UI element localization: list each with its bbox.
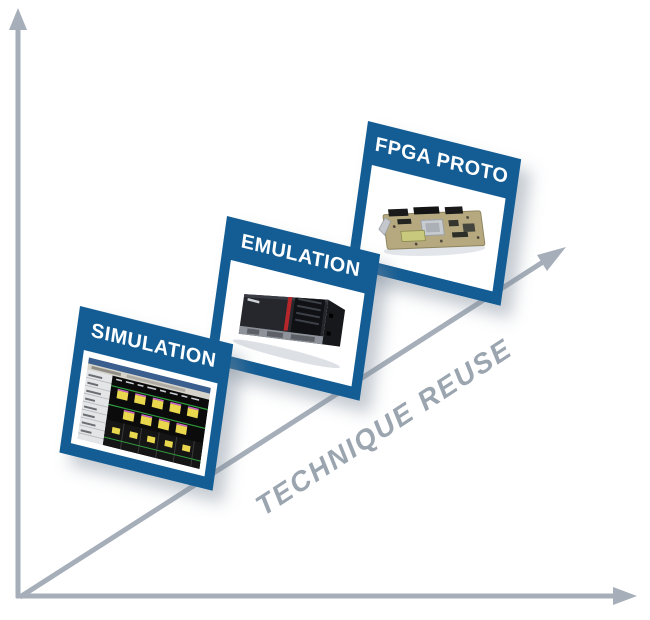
y-axis-arrowhead (9, 8, 27, 30)
diagonal-arrow-line (18, 259, 545, 600)
x-axis-arrowhead (613, 587, 637, 605)
card-image-frame (358, 165, 506, 292)
simulation-screenshot-image (77, 357, 211, 470)
fpga-board-photo-image (365, 172, 499, 285)
card-fpga-proto: FPGA PROTO (347, 121, 522, 306)
card-image-frame (217, 260, 365, 387)
diagonal-arrowhead (537, 247, 566, 271)
card-image-frame (70, 350, 218, 477)
emulator-photo-image (224, 267, 358, 380)
card-emulation: EMULATION (206, 216, 381, 401)
card-simulation: SIMULATION (59, 306, 234, 491)
